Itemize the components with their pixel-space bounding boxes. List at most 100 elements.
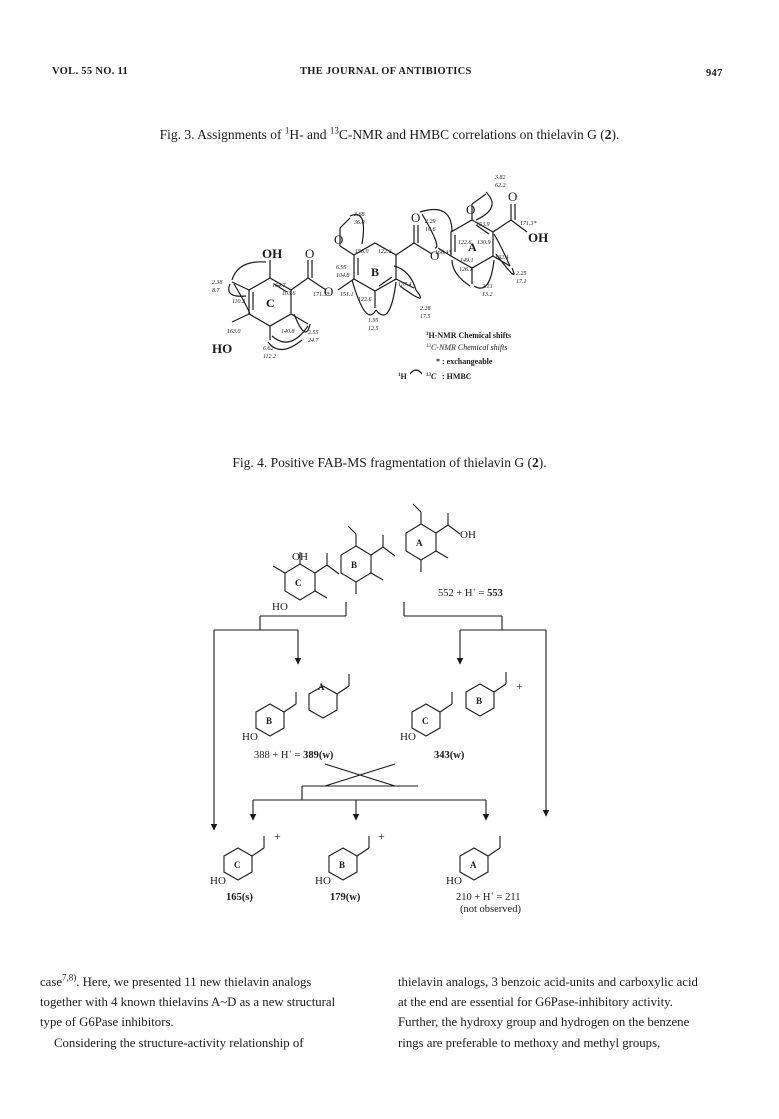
right-line-3: Further, the hydroxy group and hydrogen … xyxy=(398,1015,690,1030)
fig4-frag211: 210 + H+ = 211 xyxy=(456,892,520,903)
fig4-bottom-ring-a: A xyxy=(470,860,477,870)
fig3-oh-acid: OH xyxy=(528,230,548,245)
fig4-plus-179: + xyxy=(378,829,385,843)
fig3-shift: 17.1 xyxy=(516,279,527,285)
fig3-shift: 163.0 xyxy=(227,329,241,335)
fig3-ring-b: B xyxy=(371,265,379,279)
left-line-3: type of G6Pase inhibitors. xyxy=(40,1015,174,1030)
right-line-4: rings are preferable to methoxy and meth… xyxy=(398,1035,661,1050)
fig3-legend-hmbc: : HMBC xyxy=(442,372,472,381)
fig3-shift: 13.2 xyxy=(482,292,493,298)
fig4-not-observed: (not observed) xyxy=(460,904,521,915)
fig3-nmr-structure: O O OH O O O OH O O HO A B C 3.82 62.2 1… xyxy=(212,175,548,381)
left-column: case7,8). Here, we presented 11 new thie… xyxy=(40,972,370,1053)
fig4-ho-label: HO xyxy=(242,731,258,743)
fig3-legend-c-atom: 13C xyxy=(426,372,437,381)
fig3-shift: 36.0 xyxy=(353,220,365,226)
fig4-frag165: 165(s) xyxy=(226,892,253,903)
fig3-shift: 151.1 xyxy=(340,292,354,298)
fig4-plus-343: + xyxy=(516,679,523,693)
fig4-frag-ring-a: A xyxy=(318,682,325,692)
fig3-shift: 62.2 xyxy=(495,183,506,189)
fig4-oh-acid: OH xyxy=(460,529,476,541)
fig3-shift: 3.82 xyxy=(494,175,506,181)
fig3-shift: 153.9 xyxy=(476,222,490,228)
fig3-shift: 122.6 xyxy=(358,297,372,303)
fig3-shift: 166.4* xyxy=(435,249,452,256)
left-line-2: together with 4 known thielavins A~D as … xyxy=(40,995,336,1010)
fig3-shift: 10.6 xyxy=(425,227,436,233)
fig4-bottom-ring-b: B xyxy=(339,860,345,870)
fig4-ho-label: HO xyxy=(315,875,331,887)
fig4-frag343: 343(w) xyxy=(434,750,465,761)
fig3-o-ester-b: O xyxy=(430,248,439,263)
fig3-shift: 130.9 xyxy=(477,240,491,246)
fig3-shift: 164.7 xyxy=(272,282,287,289)
fig3-shift: 2.25 xyxy=(516,271,527,277)
fig4-fragmentation-scheme: HO OH OH A B C A B C B C B A + + + 552 +… xyxy=(210,503,550,915)
left-line-4: Considering the structure-activity relat… xyxy=(54,1035,304,1050)
fig4-parent-mass: 552 + H+ = 553 xyxy=(438,588,503,599)
fig4-ring-c: C xyxy=(295,578,302,588)
fig3-shift: 2.38 xyxy=(212,280,223,286)
fig4-ho-label: HO xyxy=(210,875,226,887)
fig4-frag-ring-b: B xyxy=(266,716,272,726)
right-line-1: thielavin analogs, 3 benzoic acid-units … xyxy=(398,975,698,989)
fig3-shift: 122.2 xyxy=(378,249,392,255)
fig3-shift: 1.95 xyxy=(368,318,379,324)
fig3-shift: 156.0 xyxy=(355,249,369,255)
right-line-2: at the end are essential for G6Pase-inhi… xyxy=(398,995,673,1010)
fig3-legend-star: * : exchangeable xyxy=(436,357,493,366)
fig3-shift: 6.95 xyxy=(336,265,347,271)
fig3-shift: 110.2 xyxy=(232,299,245,305)
fig3-shift: 104.8 xyxy=(336,272,350,279)
fig3-shift: 8.7 xyxy=(212,288,221,294)
fig3-shift: 17.5 xyxy=(420,314,431,320)
fig4-ring-b: B xyxy=(351,560,357,570)
fig3-shift: 122.6 xyxy=(458,240,472,246)
fig3-ring-c: C xyxy=(266,296,275,310)
fig4-ring-a: A xyxy=(416,538,423,548)
fig3-shift: 171.3* xyxy=(520,221,537,227)
fig3-shift: 2.13 xyxy=(482,284,493,290)
fig3-shift: 103.6 xyxy=(282,291,296,297)
fig3-shift: 137.4 xyxy=(398,281,412,288)
fig4-ho-label: HO xyxy=(400,731,416,743)
fig3-o-methoxy-a: O xyxy=(466,202,475,217)
fig3-shift: 2.55 xyxy=(308,330,319,336)
fig3-legend-c: 13C-NMR Chemical shifts xyxy=(426,343,507,352)
fig3-shift: 149.1 xyxy=(460,257,474,264)
fig3-shift: 6.62 xyxy=(263,346,274,352)
fig4-plus-165: + xyxy=(274,829,281,843)
fig3-shift: 3.68 xyxy=(353,212,365,218)
volume-label: VOL. 55 NO. 11 xyxy=(52,66,129,77)
fig4-frag-ring-b2: B xyxy=(476,696,482,706)
fig4-frag179: 179(w) xyxy=(330,892,361,903)
fig3-shift: 2.28 xyxy=(420,306,431,312)
fig3-shift: 140.8 xyxy=(281,328,295,335)
fig3-o-ester-c: O xyxy=(324,284,333,299)
fig3-oh-c: OH xyxy=(262,246,282,261)
fig3-shift: 12.5 xyxy=(368,326,379,332)
fig4-ho-parent: HO xyxy=(272,601,288,613)
fig3-shift: 171.3* xyxy=(313,292,330,298)
fig3-o-methoxy-b: O xyxy=(334,232,343,247)
journal-title: THE JOURNAL OF ANTIBIOTICS xyxy=(300,66,472,77)
fig3-legend-h: 1H-NMR Chemical shifts xyxy=(426,331,511,340)
fig3-ho: HO xyxy=(212,341,232,356)
fig3-shift: 2.29 xyxy=(425,219,436,225)
fig4-bottom-ring-c: C xyxy=(234,860,241,870)
fig4-oh-parent: OH xyxy=(292,551,308,563)
page-number: 947 xyxy=(706,68,723,79)
fig3-shift: 132.4 xyxy=(495,254,509,261)
fig3-caption: Fig. 3. Assignments of 1H- and 13C-NMR a… xyxy=(159,125,620,142)
fig4-frag-ring-c: C xyxy=(422,716,429,726)
fig3-o-carbonyl-b: O xyxy=(411,210,420,225)
fig4-frag389: 388 + H+ = 389(w) xyxy=(254,750,334,761)
fig4-caption: Fig. 4. Positive FAB-MS fragmentation of… xyxy=(232,455,547,470)
fig3-shift: 126.1 xyxy=(459,267,473,273)
fig4-ho-label: HO xyxy=(446,875,462,887)
fig3-shift: 112.2 xyxy=(263,354,276,360)
fig3-shift: 24.7 xyxy=(308,337,320,344)
left-line-1: case7,8). Here, we presented 11 new thie… xyxy=(40,972,312,989)
